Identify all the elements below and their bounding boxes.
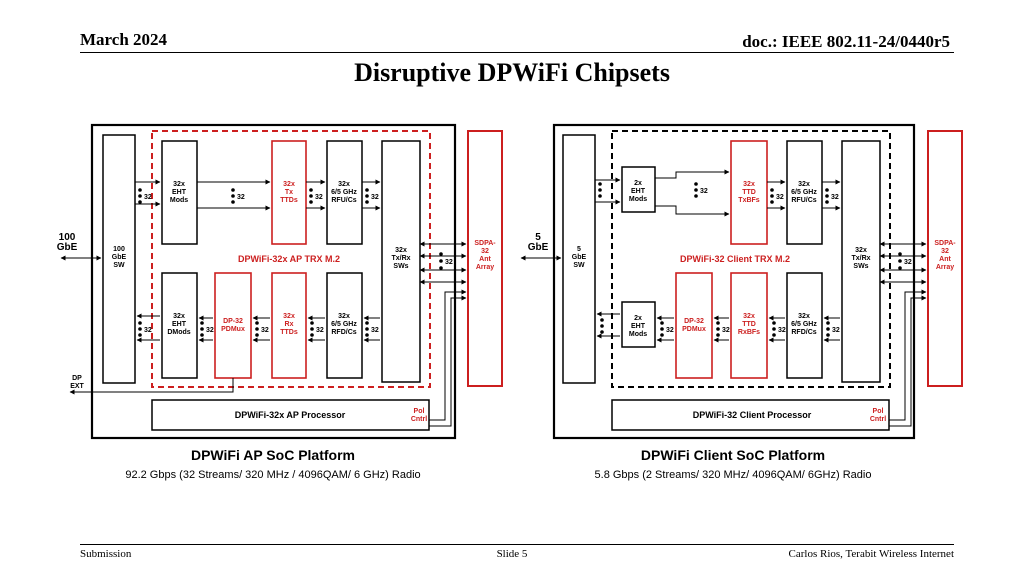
client-processor-label: DPWiFi-32 Client Processor xyxy=(693,410,812,420)
header-date: March 2024 xyxy=(80,30,168,49)
client-bus-label: 32 xyxy=(700,188,708,195)
footer-rule xyxy=(80,544,954,545)
client-rfd xyxy=(786,272,823,379)
client-connections xyxy=(520,169,927,427)
client-rfu xyxy=(786,140,823,245)
client-eht-mods-rx xyxy=(621,301,656,348)
ap-bus-label: 32 xyxy=(237,194,245,201)
ap-rfd xyxy=(326,272,363,379)
client-trx-label: DPWiFi-32 Client TRX M.2 xyxy=(680,254,790,264)
ap-platform-spec: 92.2 Gbps (32 Streams/ 320 MHz / 4096QAM… xyxy=(125,469,420,481)
client-gbe-switch xyxy=(562,134,596,384)
ap-trx-label: DPWiFi-32x AP TRX M.2 xyxy=(238,254,340,264)
client-ttd-rxbfs xyxy=(730,272,768,379)
ap-processor-label: DPWiFi-32x AP Processor xyxy=(235,410,346,420)
client-ttd-txbfs xyxy=(730,140,768,245)
footer-author: Carlos Rios, Terabit Wireless Internet xyxy=(788,548,954,560)
ap-bus-label: 32 xyxy=(371,194,379,201)
client-soc-outline xyxy=(552,123,916,440)
ap-connections xyxy=(60,179,467,427)
client-platform-spec: 5.8 Gbps (2 Streams/ 320 MHz/ 4096QAM/ 6… xyxy=(595,469,872,481)
ap-tx-ttds xyxy=(271,140,307,245)
header-doc-id: doc.: IEEE 802.11-24/0440r5 xyxy=(742,32,950,51)
ap-bus-label: 32 xyxy=(144,194,152,201)
client-platform-title: DPWiFi Client SoC Platform xyxy=(641,447,825,463)
client-trx-module-outline xyxy=(611,130,891,388)
client-bus-label: 32 xyxy=(778,327,786,334)
client-bus-label: 32 xyxy=(832,327,840,334)
ap-soc-outline xyxy=(90,123,457,440)
client-bus-dots xyxy=(598,182,902,337)
client-bus-labels: 32 32 32 32 32 32 32 32 xyxy=(666,188,912,334)
ap-bus-label: 32 xyxy=(315,194,323,201)
client-eht-mods-tx xyxy=(621,166,656,213)
ap-bus-label: 32 xyxy=(144,327,152,334)
client-bus-label: 32 xyxy=(831,194,839,201)
ap-txrx-switch xyxy=(381,140,421,383)
header-rule xyxy=(80,52,954,53)
ap-bus-label: 32 xyxy=(445,259,453,266)
ap-bus-label: 32 xyxy=(371,327,379,334)
client-txrx-switch xyxy=(841,140,881,383)
ap-bus-labels: 32 32 32 32 32 32 32 32 32 32 xyxy=(144,194,453,334)
ap-rx-ttds xyxy=(271,272,307,379)
ap-rfu xyxy=(326,140,363,245)
footer-submission: Submission xyxy=(80,548,132,560)
ap-platform-title: DPWiFi AP SoC Platform xyxy=(191,447,355,463)
ap-bus-label: 32 xyxy=(316,327,324,334)
ap-antenna-array xyxy=(467,130,503,387)
client-bus-label: 32 xyxy=(666,327,674,334)
ap-trx-module-outline xyxy=(151,130,431,388)
client-bus-label: 32 xyxy=(722,327,730,334)
client-bus-label: 32 xyxy=(904,259,912,266)
ap-gbe-switch xyxy=(102,134,136,384)
ap-bus-label: 32 xyxy=(206,327,214,334)
footer-slide-number: Slide 5 xyxy=(496,548,528,560)
client-pdmux xyxy=(675,272,713,379)
ap-processor xyxy=(151,399,430,431)
ap-bus-dots xyxy=(138,188,443,337)
client-processor xyxy=(611,399,890,431)
ap-eht-dmods xyxy=(161,272,198,379)
client-antenna-array xyxy=(927,130,963,387)
client-bus-label: 32 xyxy=(776,194,784,201)
ap-bus-label: 32 xyxy=(261,327,269,334)
slide-title: Disruptive DPWiFi Chipsets xyxy=(354,58,670,87)
ap-eht-mods xyxy=(161,140,198,245)
